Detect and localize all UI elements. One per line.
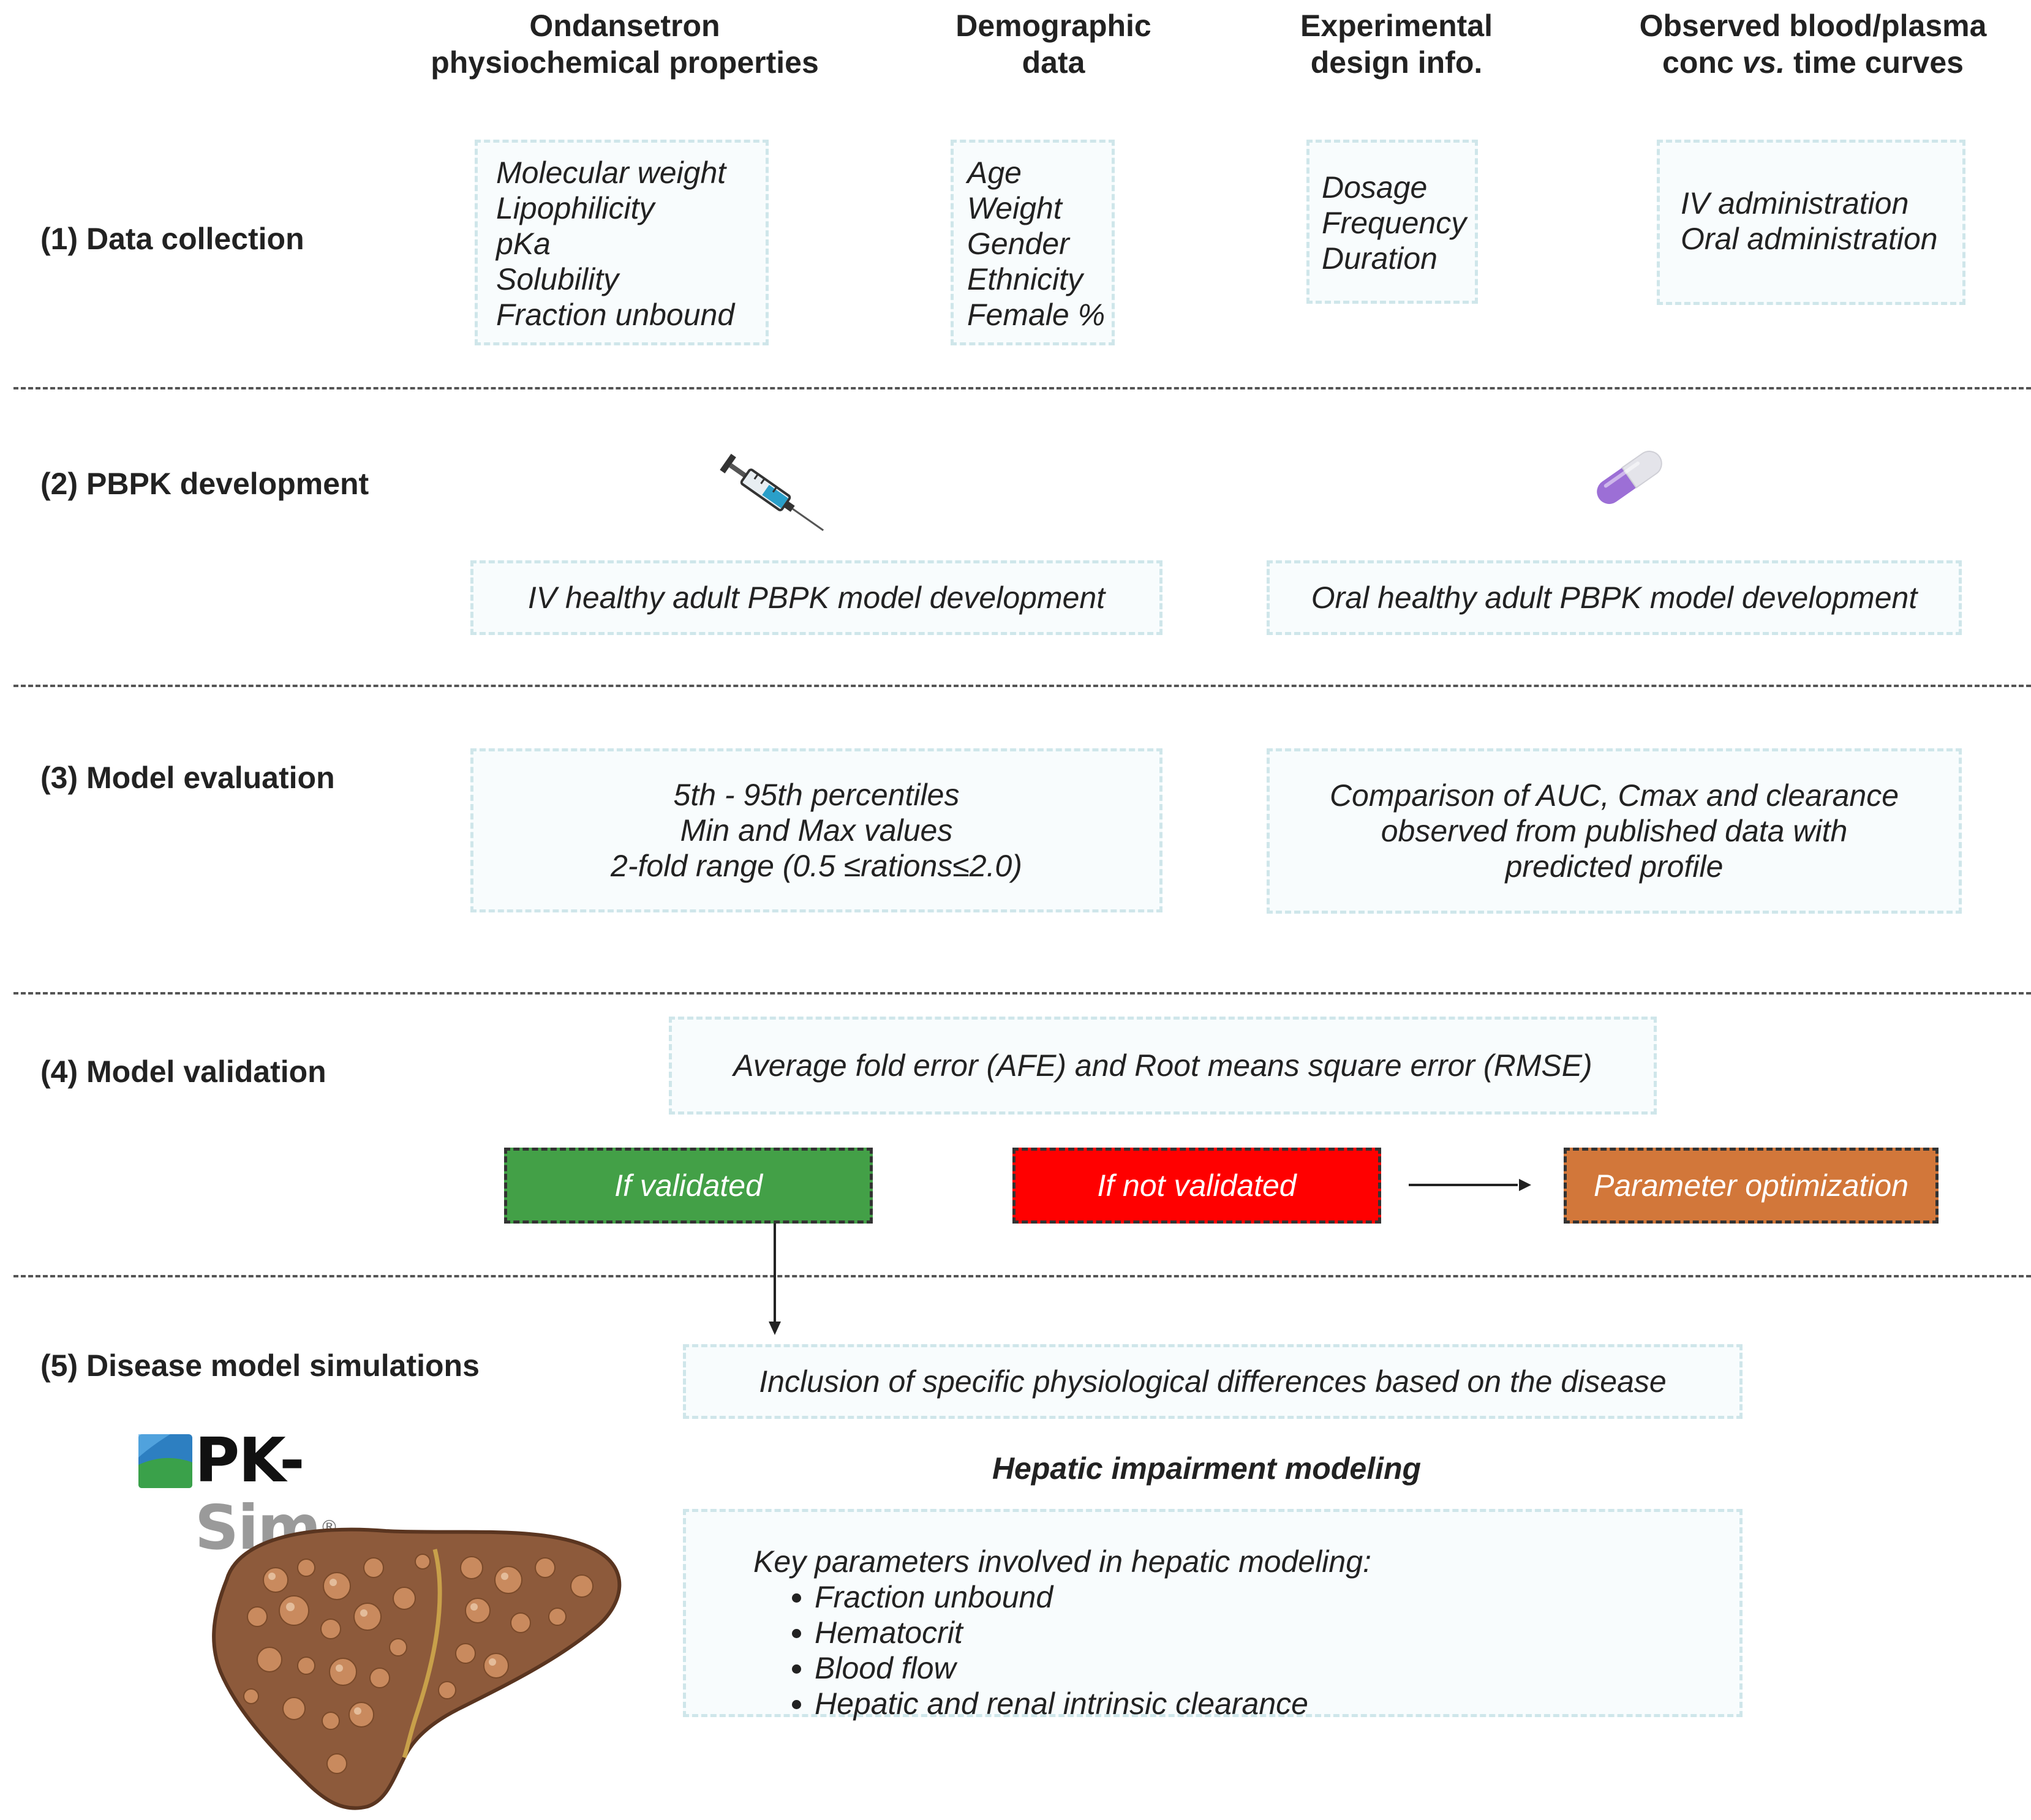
observed-item: Oral administration	[1681, 222, 1938, 256]
step-3-label: (3) Model evaluation	[40, 761, 335, 795]
header-physchem-line2: physiochemical properties	[431, 45, 819, 80]
syringe-icon	[720, 454, 824, 532]
header-observed: Observed blood/plasma conc vs. time curv…	[1605, 7, 2021, 81]
header-demographic-line1: Demographic	[955, 9, 1151, 43]
iv-model-box: IV healthy adult PBPK model development	[470, 560, 1162, 635]
step-4-label: (4) Model validation	[40, 1055, 326, 1089]
demographic-item: Weight	[967, 191, 1062, 225]
section-divider	[13, 992, 2031, 995]
key-param-item: Hepatic and renal intrinsic clearance	[815, 1686, 1739, 1721]
header-demographic-line2: data	[1022, 45, 1085, 80]
iv-model-text: IV healthy adult PBPK model development	[527, 581, 1106, 615]
not-validated-box: If not validated	[1012, 1148, 1381, 1224]
demographic-item: Ethnicity	[967, 262, 1083, 296]
section-divider	[13, 685, 2031, 687]
physchem-item: Solubility	[496, 262, 619, 296]
header-demographic: Demographic data	[919, 7, 1188, 81]
experimental-item: Frequency	[1322, 206, 1467, 240]
observed-box: IV administration Oral administration	[1657, 140, 1965, 305]
evaluation-right-line: observed from published data with	[1381, 814, 1848, 848]
arrow-to-disease-model	[769, 1224, 781, 1335]
step-1-label: (1) Data collection	[40, 222, 304, 256]
parameter-optimization-text: Parameter optimization	[1593, 1168, 1909, 1203]
experimental-box: Dosage Frequency Duration	[1306, 140, 1478, 304]
key-params-title: Key parameters involved in hepatic model…	[753, 1544, 1371, 1579]
validated-box: If validated	[504, 1148, 873, 1224]
evaluation-left-line: Min and Max values	[680, 813, 953, 848]
header-physchem: Ondansetron physiochemical properties	[404, 7, 845, 81]
oral-model-text: Oral healthy adult PBPK model developmen…	[1311, 581, 1918, 615]
demographic-item: Female %	[967, 298, 1106, 332]
physchem-box: Molecular weight Lipophilicity pKa Solub…	[475, 140, 769, 345]
experimental-item: Dosage	[1322, 170, 1428, 205]
evaluation-left-line: 5th - 95th percentiles	[673, 778, 960, 812]
hepatic-title: Hepatic impairment modeling	[992, 1451, 1422, 1486]
physchem-item: Molecular weight	[496, 156, 726, 190]
observed-item: IV administration	[1681, 186, 1909, 220]
validation-metrics-text: Average fold error (AFE) and Root means …	[733, 1048, 1592, 1083]
parameter-optimization-box: Parameter optimization	[1564, 1148, 1939, 1224]
not-validated-text: If not validated	[1097, 1168, 1297, 1203]
physchem-item: Fraction unbound	[496, 298, 735, 332]
physchem-item: Lipophilicity	[496, 191, 655, 225]
evaluation-left-box: 5th - 95th percentiles Min and Max value…	[470, 748, 1162, 912]
liver-icon	[212, 1527, 622, 1810]
key-params-list: Fraction unbound Hematocrit Blood flow H…	[753, 1579, 1739, 1721]
inclusion-text: Inclusion of specific physiological diff…	[759, 1364, 1667, 1399]
pk-sim-logo: PK-Sim®	[138, 1427, 420, 1562]
validation-metrics-box: Average fold error (AFE) and Root means …	[669, 1017, 1657, 1115]
key-params-box: Key parameters involved in hepatic model…	[683, 1509, 1743, 1721]
experimental-item: Duration	[1322, 241, 1438, 276]
oral-model-box: Oral healthy adult PBPK model developmen…	[1267, 560, 1962, 635]
header-experimental-line2: design info.	[1310, 45, 1483, 80]
evaluation-left-line: 2-fold range (0.5 ≤rations≤2.0)	[611, 849, 1022, 883]
arrow-to-optimization	[1409, 1179, 1531, 1191]
demographic-box: Age Weight Gender Ethnicity Female %	[951, 140, 1115, 345]
section-divider	[13, 387, 2031, 389]
step-2-label: (2) PBPK development	[40, 467, 369, 501]
evaluation-right-line: predicted profile	[1505, 849, 1724, 884]
header-observed-line2: conc vs. time curves	[1662, 45, 1964, 80]
demographic-item: Gender	[967, 227, 1069, 261]
header-physchem-line1: Ondansetron	[529, 9, 720, 43]
inclusion-box: Inclusion of specific physiological diff…	[683, 1344, 1743, 1419]
physchem-item: pKa	[496, 227, 551, 261]
evaluation-right-box: Comparison of AUC, Cmax and clearance ob…	[1267, 748, 1962, 914]
demographic-item: Age	[967, 156, 1022, 190]
step-5-label: (5) Disease model simulations	[40, 1348, 480, 1383]
evaluation-right-line: Comparison of AUC, Cmax and clearance	[1329, 778, 1899, 813]
header-experimental-line1: Experimental	[1300, 9, 1493, 43]
validated-text: If validated	[614, 1168, 763, 1203]
header-observed-line1: Observed blood/plasma	[1639, 9, 1987, 43]
header-experimental: Experimental design info.	[1262, 7, 1531, 81]
section-divider	[13, 1275, 2031, 1277]
pk-sim-logo-mark	[138, 1434, 192, 1488]
capsule-icon	[1597, 451, 1662, 504]
key-param-item: Hematocrit	[815, 1615, 1739, 1650]
key-param-item: Fraction unbound	[815, 1579, 1739, 1615]
key-param-item: Blood flow	[815, 1650, 1739, 1686]
